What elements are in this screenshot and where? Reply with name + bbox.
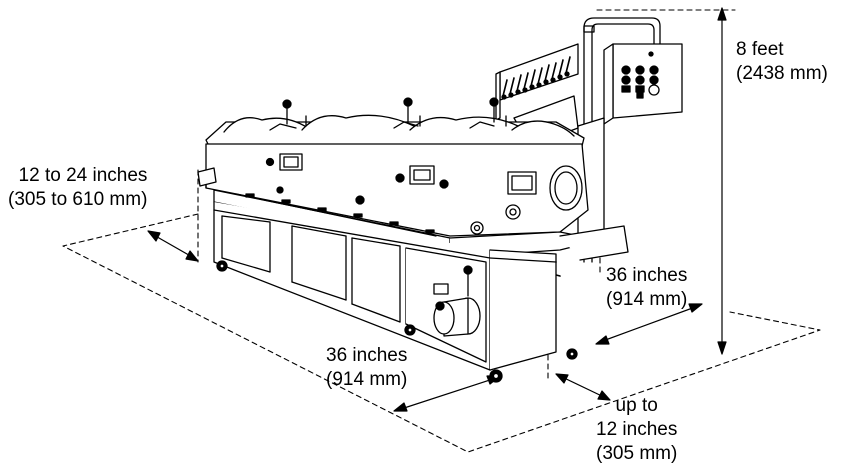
lid-handles: [269, 97, 507, 131]
control-box: [603, 43, 683, 125]
left-clearance-line: [151, 233, 195, 259]
height-label-line2: (2438 mm): [736, 63, 828, 84]
motor-pump: [433, 265, 481, 337]
body-knobs: [265, 157, 449, 189]
front-clearance-label-line2: (914 mm): [326, 369, 408, 390]
left-clearance-label-line2: (305 to 610 mm): [8, 189, 148, 210]
machine: [197, 17, 683, 383]
rear-clearance-label-line2: 12 inches: [596, 419, 678, 440]
control-panel-column: [583, 17, 661, 263]
right-clearance-label-line1: 36 inches: [606, 265, 688, 286]
left-clearance-label: 12 to 24 inches (305 to 610 mm): [8, 164, 148, 212]
right-clearance-line: [599, 305, 699, 343]
rear-clearance-label-line1: up to: [615, 395, 658, 416]
front-clearance-line: [397, 377, 497, 411]
top-lids: [205, 114, 585, 149]
base-frame: [213, 201, 557, 371]
height-label: 8 feet (2438 mm): [736, 38, 828, 86]
height-label-line1: 8 feet: [736, 39, 784, 60]
rear-clearance-line: [559, 375, 607, 399]
right-clearance-label-line2: (914 mm): [606, 289, 688, 310]
left-clearance-label-line1: 12 to 24 inches: [18, 165, 148, 186]
clip-rack: [495, 43, 579, 121]
body-windows: [279, 153, 583, 211]
casters: [216, 260, 578, 383]
rear-clearance-label: up to 12 inches (305 mm): [596, 394, 677, 466]
front-clearance-label: 36 inches (914 mm): [326, 344, 407, 392]
rear-clearance-label-line3: (305 mm): [596, 443, 678, 464]
right-clearance-label: 36 inches (914 mm): [606, 264, 687, 312]
front-clearance-label-line1: 36 inches: [326, 345, 408, 366]
control-knobs: [621, 65, 660, 99]
